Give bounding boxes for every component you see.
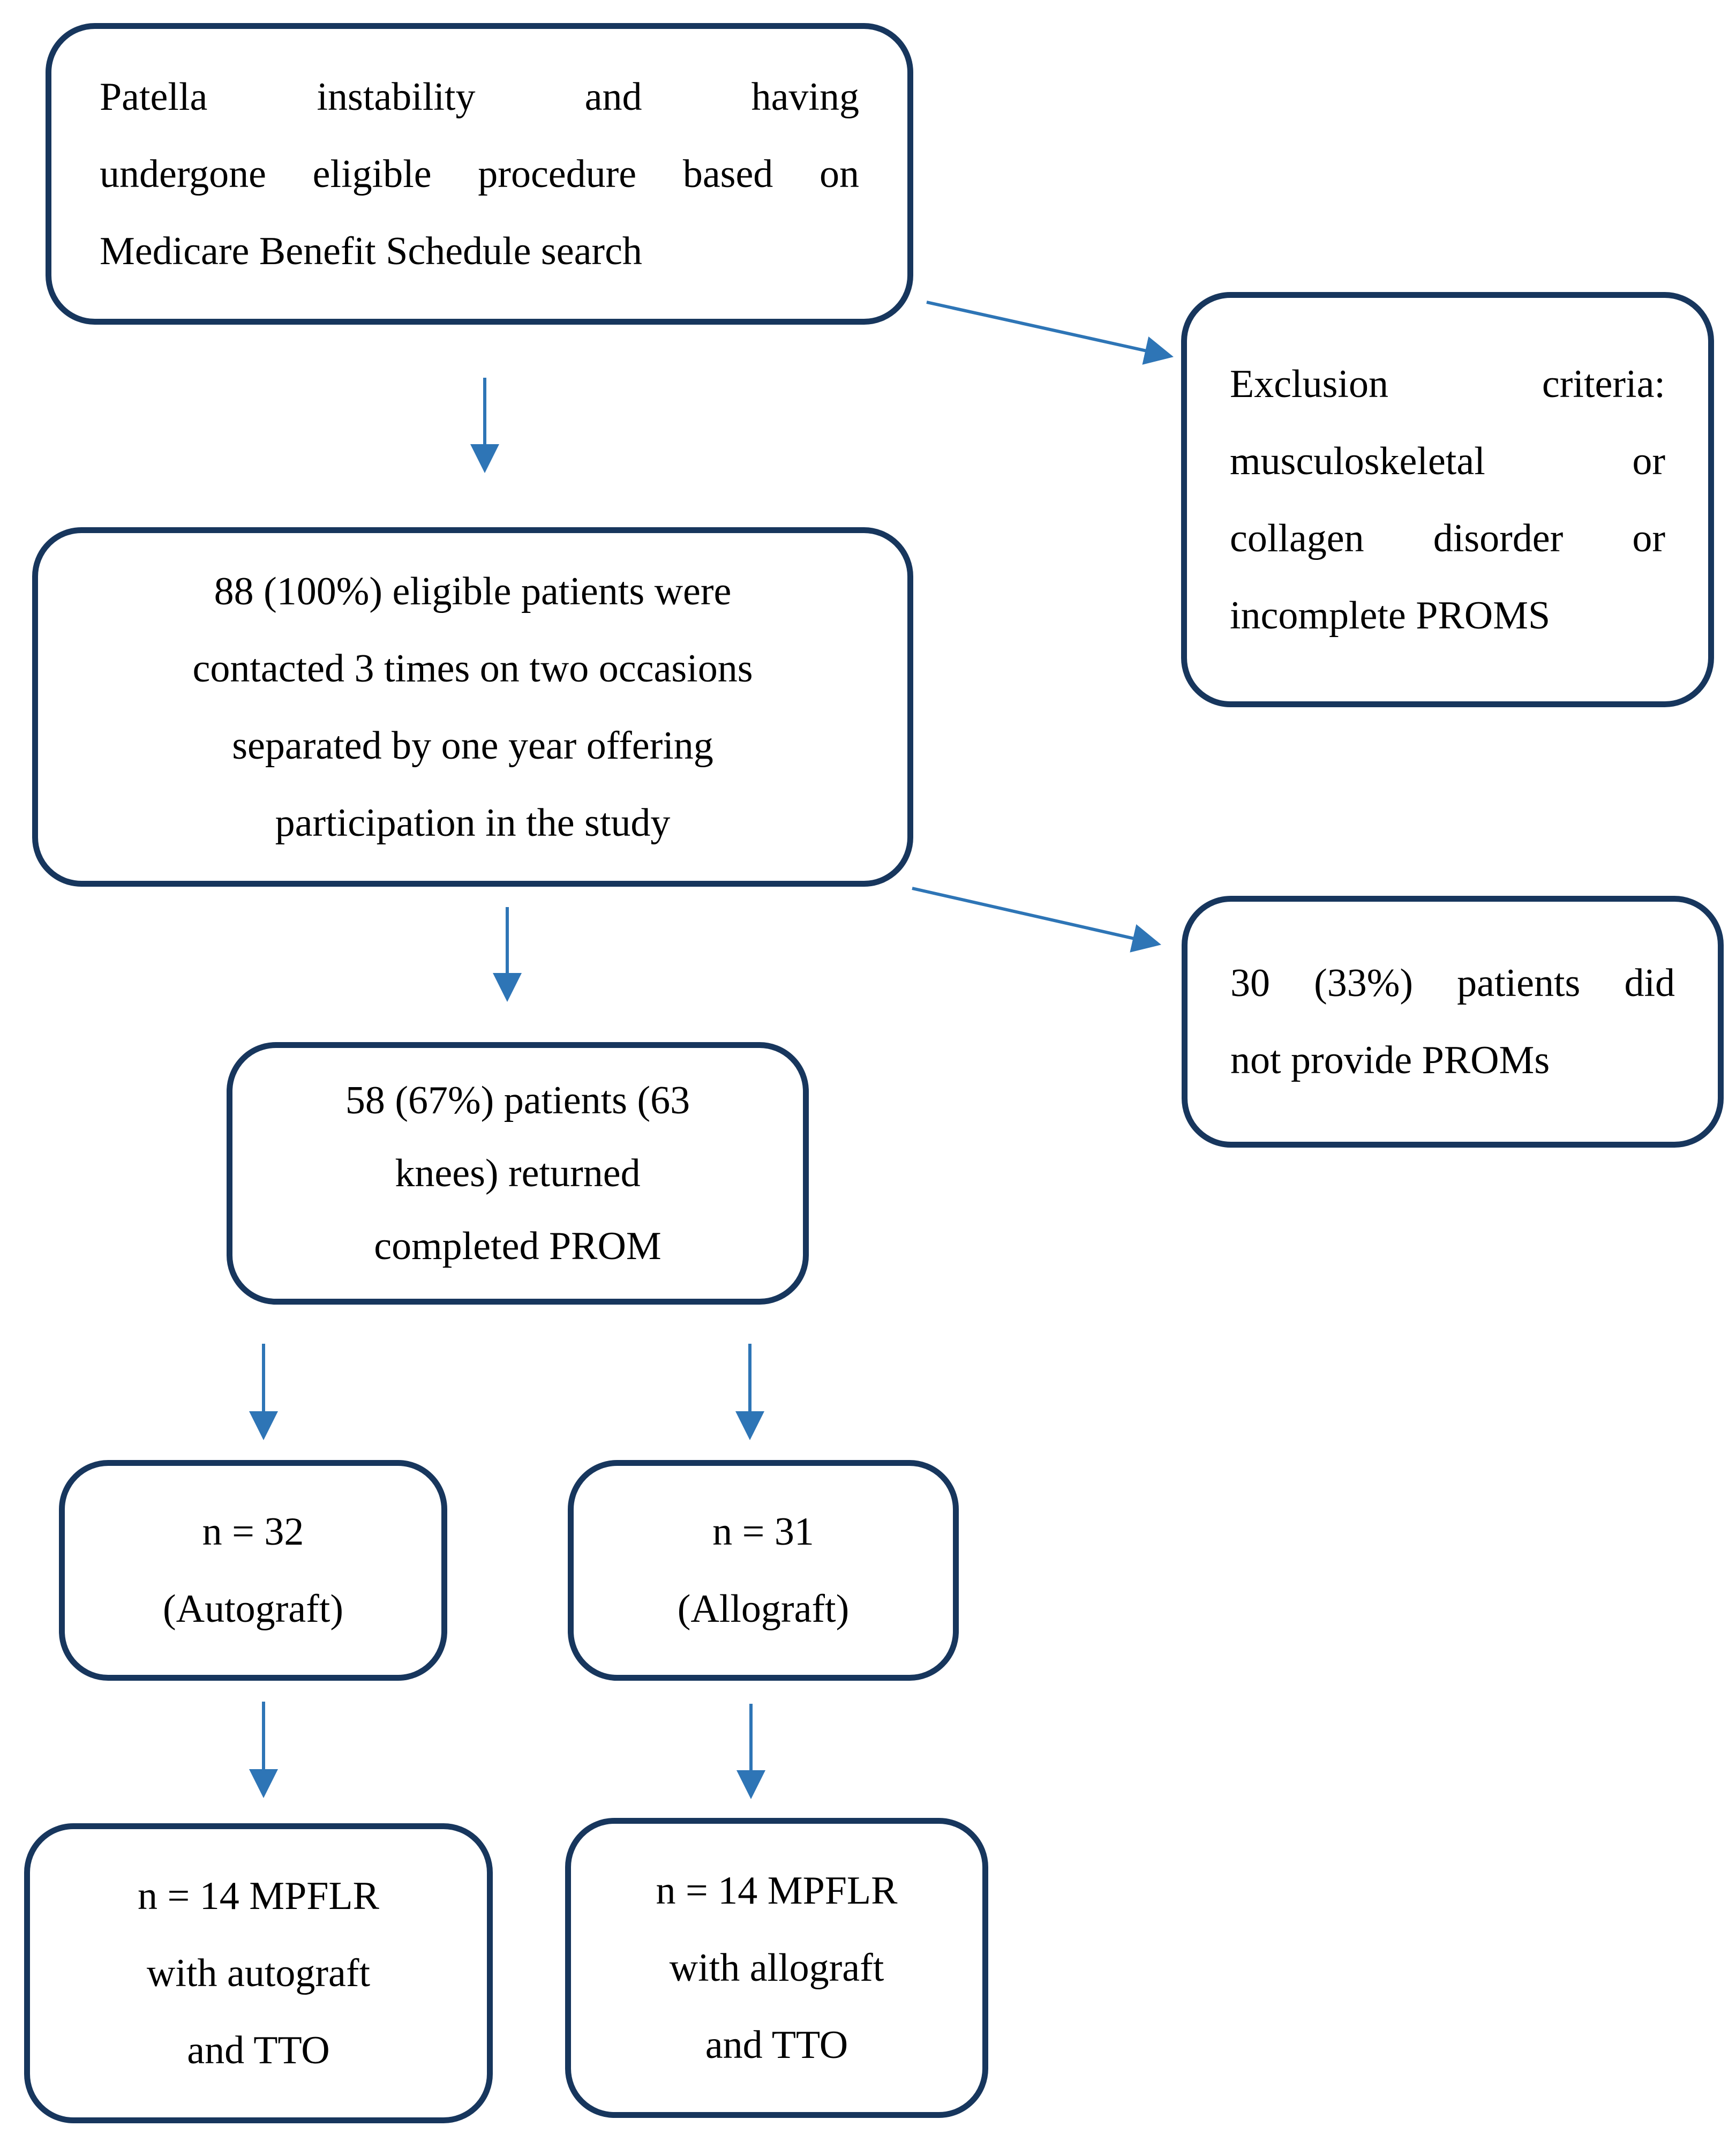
box-no-proms: 30 (33%) patients did not provide PROMs — [1182, 896, 1724, 1148]
text-line: collagen disorder or — [1230, 516, 1665, 560]
arrow-eligibility-to-exclusion-icon — [926, 301, 1174, 365]
text-line: Patella instability and having — [100, 74, 859, 119]
text-line: 58 (67%) patients (63 — [345, 1079, 690, 1122]
text-line: 30 (33%) patients did — [1230, 961, 1675, 1005]
text-line: contacted 3 times on two occasions — [192, 646, 753, 691]
text-line: separated by one year offering — [232, 723, 713, 768]
box-autograft-tto: n = 14 MPFLR with autograft and TTO — [24, 1823, 493, 2123]
text-line: n = 32 — [202, 1510, 304, 1554]
text-line: completed PROM — [374, 1224, 662, 1268]
text-line: (Autograft) — [163, 1587, 343, 1631]
text-line: Medicare Benefit Schedule search — [100, 229, 642, 273]
box-allograft-count: n = 31 (Allograft) — [568, 1460, 959, 1681]
text-line: n = 31 — [712, 1510, 814, 1554]
text-line: with allograft — [669, 1946, 884, 1990]
text-line: and TTO — [705, 2023, 848, 2067]
box-returned-proms: 58 (67%) patients (63 knees) returned comp… — [227, 1042, 809, 1305]
text-line: (Allograft) — [677, 1587, 850, 1631]
arrow-contacted-to-noproms-icon — [912, 887, 1161, 953]
text-line: incomplete PROMS — [1230, 593, 1551, 638]
box-allograft-tto: n = 14 MPFLR with allograft and TTO — [565, 1818, 988, 2118]
text-line: Exclusion criteria: — [1230, 362, 1665, 406]
text-line: musculoskeletal or — [1230, 439, 1665, 483]
text-line: and TTO — [187, 2028, 330, 2072]
box-contacted-patients: 88 (100%) eligible patients were contacte… — [32, 527, 913, 887]
box-exclusion-criteria: Exclusion criteria: musculoskeletal or col… — [1181, 292, 1714, 707]
text-line: participation in the study — [275, 800, 671, 845]
text-line: knees) returned — [395, 1151, 641, 1195]
box-autograft-count: n = 32 (Autograft) — [59, 1460, 447, 1681]
text-line: n = 14 MPFLR — [656, 1869, 898, 1913]
box-eligibility: Patella instability and having undergone … — [46, 23, 913, 325]
text-line: n = 14 MPFLR — [138, 1874, 379, 1918]
text-line: undergone eligible procedure based on — [100, 152, 859, 196]
text-line: not provide PROMs — [1230, 1038, 1550, 1082]
text-line: 88 (100%) eligible patients were — [214, 569, 732, 613]
text-line: with autograft — [146, 1951, 371, 1995]
